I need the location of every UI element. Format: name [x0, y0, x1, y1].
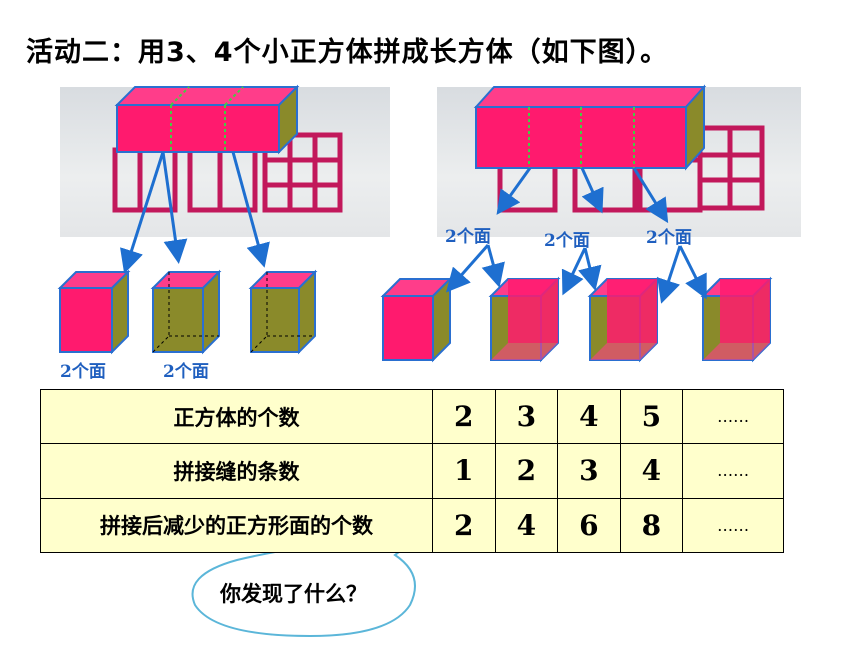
left-cube-2 — [150, 269, 222, 355]
table-cell: 3 — [557, 443, 621, 499]
ellipsis-cell: …… — [682, 497, 784, 554]
right-label-2: 2个面 — [544, 231, 590, 251]
right-label-1: 2个面 — [445, 227, 491, 247]
table-cell: 2 — [494, 443, 559, 499]
left-label-1: 2个面 — [60, 362, 106, 382]
slide-title: 活动二：用3、4个小正方体拼成长方体（如下图）。 — [26, 37, 669, 68]
ellipsis-cell: …… — [682, 388, 784, 445]
table-cell: 5 — [619, 388, 684, 445]
table-cell: 2 — [432, 497, 496, 554]
row-label: 拼接缝的条数 — [40, 443, 433, 499]
bubble-text: 你发现了什么？ — [220, 582, 367, 606]
right-cube-4 — [700, 276, 773, 363]
left-prism — [114, 84, 300, 155]
right-arrows — [446, 167, 707, 304]
table-row: 正方体的个数 2 3 4 5 …… — [40, 388, 784, 445]
left-label-2: 2个面 — [163, 362, 209, 382]
table-cell: 4 — [619, 443, 684, 499]
right-cube-1 — [380, 276, 453, 363]
right-prism — [473, 84, 707, 171]
table-row: 拼接后减少的正方形面的个数 2 4 6 8 …… — [40, 497, 784, 554]
ellipsis-cell: …… — [682, 443, 784, 499]
table-cell: 4 — [557, 388, 621, 445]
table-row: 拼接缝的条数 1 2 3 4 …… — [40, 443, 784, 499]
right-cube-3 — [587, 276, 660, 363]
right-cube-2 — [488, 276, 561, 363]
row-label: 拼接后减少的正方形面的个数 — [40, 497, 433, 554]
left-arrows — [120, 151, 270, 274]
table-cell: 6 — [557, 497, 621, 554]
left-cube-3 — [248, 269, 318, 355]
right-label-3: 2个面 — [646, 228, 692, 248]
table-cell: 4 — [494, 497, 559, 554]
table-cell: 3 — [494, 388, 559, 445]
data-table: 正方体的个数 2 3 4 5 …… 拼接缝的条数 1 2 3 4 …… 拼接后减… — [40, 388, 784, 554]
table-cell: 8 — [619, 497, 684, 554]
table-cell: 1 — [432, 443, 496, 499]
left-cube-1 — [57, 269, 131, 355]
table-cell: 2 — [432, 388, 496, 445]
row-label: 正方体的个数 — [40, 388, 433, 445]
